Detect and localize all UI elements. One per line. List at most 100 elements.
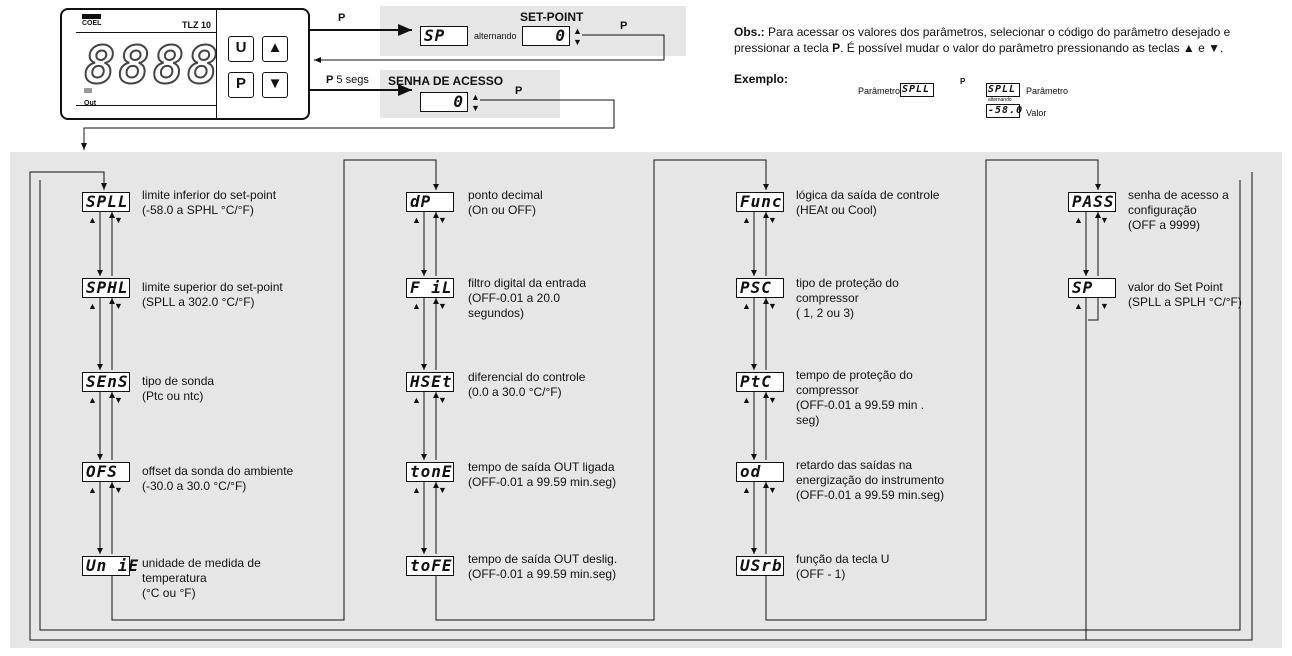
obs-note: Obs.: Para acessar os valores dos parâme… [734, 24, 1282, 56]
desc-pass: senha de acesso a configuração(OFF a 999… [1128, 188, 1229, 232]
code-ofs: OFS [82, 462, 130, 482]
code-hset: HSEt [406, 372, 454, 392]
desc-od: retardo das saídas na energização do ins… [796, 458, 945, 502]
obs-key: P [832, 41, 841, 55]
code-unit: Un iE [82, 556, 138, 576]
out-label: Out [84, 100, 97, 107]
code-tone: tonE [406, 462, 454, 482]
exemplo-code-right: SPLL [986, 83, 1020, 97]
down-arrow-icon: ▼ [267, 75, 283, 92]
exemplo-param-left: Parâmetro [858, 86, 901, 96]
desc-sphl: limite superior do set-point(SPLL a 302.… [142, 280, 283, 309]
down-arrow-icon: ▼ [768, 215, 777, 225]
setpoint-value: 0 [522, 26, 570, 46]
device-display [76, 32, 216, 106]
setpoint-alternando: alternando [474, 31, 517, 41]
device-display-digits: 8888. [83, 35, 256, 97]
up-arrow-icon: ▲ [742, 485, 751, 495]
desc-spll: limite inferior do set-point(-58.0 a SPH… [142, 188, 277, 217]
down-arrow-icon: ▼ [438, 395, 447, 405]
senha-up-icon: ▲ [471, 92, 480, 102]
code-dp: dP [406, 192, 454, 212]
code-usrb: USrb [736, 556, 784, 576]
device-model: TLZ 10 [182, 20, 212, 30]
out-led [84, 88, 92, 93]
code-pass: PASS [1068, 192, 1116, 212]
obs-text2: . É possível mudar o valor do parâmetro … [840, 41, 1224, 55]
up-arrow-icon: ▲ [742, 215, 751, 225]
down-arrow-icon: ▼ [768, 485, 777, 495]
down-arrow-icon: ▼ [438, 215, 447, 225]
device-brand: COEL [82, 14, 102, 27]
p-5segs-text: 5 segs [336, 74, 369, 86]
exemplo-p: P [960, 77, 966, 86]
down-arrow-icon: ▼ [114, 395, 123, 405]
down-arrow-icon: ▼ [114, 485, 123, 495]
code-ptc: PtC [736, 372, 784, 392]
p-label-setpoint: P [620, 20, 628, 32]
code-tofe: toFE [406, 556, 454, 576]
down-arrow-icon: ▼ [438, 485, 447, 495]
p-label-top: P [338, 12, 346, 24]
exemplo-value-label: Valor [1026, 108, 1047, 118]
up-arrow-icon: ▲ [742, 301, 751, 311]
desc-sens: tipo de sonda(Ptc ou ntc) [142, 374, 215, 403]
exemplo-label: Exemplo: [734, 72, 789, 86]
desc-unit: unidade de medida de temperatura(°C ou °… [142, 556, 261, 600]
down-button[interactable]: ▼ [262, 72, 288, 98]
down-arrow-icon: ▼ [1100, 301, 1109, 311]
down-arrow-icon: ▼ [114, 215, 123, 225]
p-5segs-key: P [326, 74, 334, 86]
up-arrow-icon: ▲ [88, 301, 97, 311]
desc-tone: tempo de saída OUT ligada(OFF-0.01 a 99.… [468, 460, 617, 489]
exemplo-value: -58.0 [986, 104, 1024, 118]
down-arrow-icon: ▼ [768, 395, 777, 405]
code-func: Func [736, 192, 784, 212]
p-button[interactable]: P [228, 72, 254, 98]
desc-psc: tipo de proteção do compressor( 1, 2 ou … [796, 276, 899, 320]
u-button[interactable]: U [228, 36, 254, 62]
code-fil: F iL [406, 278, 454, 298]
up-arrow-icon: ▲ [88, 395, 97, 405]
up-arrow-icon: ▲ [1074, 215, 1083, 225]
desc-fil: filtro digital da entrada(OFF-0.01 a 20.… [468, 276, 587, 320]
down-arrow-icon: ▼ [114, 301, 123, 311]
senha-value: 0 [420, 92, 468, 112]
setpoint-up-icon: ▲ [573, 26, 582, 36]
exemplo-code-left: SPLL [900, 83, 934, 97]
up-button[interactable]: ▲ [262, 36, 288, 62]
up-arrow-icon: ▲ [412, 215, 421, 225]
up-arrow-icon: ▲ [1074, 301, 1083, 311]
up-arrow-icon: ▲ [742, 395, 751, 405]
down-arrow-icon: ▼ [438, 301, 447, 311]
device-panel: COEL TLZ 10 8888. Out U P ▲ ▼ [60, 8, 310, 120]
desc-dp: ponto decimal(On ou OFF) [468, 188, 543, 217]
senha-down-icon: ▼ [471, 103, 480, 113]
code-spll: SPLL [82, 192, 130, 212]
up-arrow-icon: ▲ [88, 485, 97, 495]
desc-sp: valor do Set Point(SPLL a SPLH °C/°F) [1128, 280, 1242, 309]
device-button-area [216, 8, 311, 120]
desc-func: lógica da saída de controle(HEAt ou Cool… [796, 188, 940, 217]
setpoint-code: SP [420, 26, 468, 46]
p-label-senha: P [515, 85, 523, 97]
desc-ptc: tempo de proteção do compressor(OFF-0.01… [796, 368, 925, 427]
desc-usrb: função da tecla U(OFF - 1) [796, 552, 890, 581]
code-sens: SEnS [82, 372, 130, 392]
p-label-5segs: P 5 segs [326, 74, 369, 86]
obs-text: Para acessar os valores dos parâmetros, … [734, 25, 1231, 55]
up-arrow-icon: ▲ [412, 301, 421, 311]
code-sphl: SPHL [82, 278, 130, 298]
up-arrow-icon: ▲ [412, 485, 421, 495]
senha-title: SENHA DE ACESSO [388, 74, 504, 88]
exemplo-param-right: Parâmetro [1026, 86, 1069, 96]
up-arrow-icon: ▲ [88, 215, 97, 225]
code-od: od [736, 462, 784, 482]
desc-tofe: tempo de saída OUT deslig.(OFF-0.01 a 99… [468, 552, 618, 581]
desc-ofs: offset da sonda do ambiente(-30.0 a 30.0… [142, 464, 294, 493]
obs-label: Obs.: [734, 25, 765, 39]
menu-panel-background [10, 152, 1282, 648]
down-arrow-icon: ▼ [1100, 215, 1109, 225]
